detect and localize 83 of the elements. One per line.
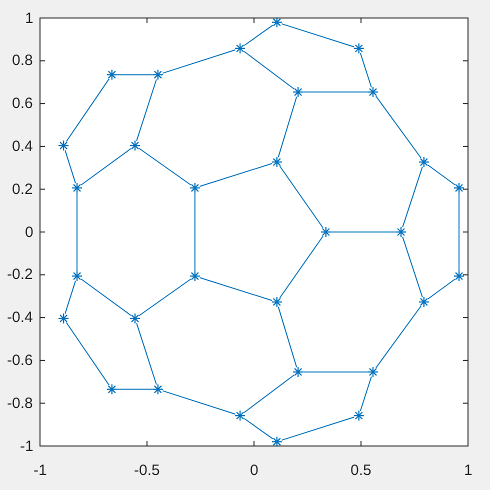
star-marker	[72, 182, 82, 193]
star-marker	[418, 157, 429, 168]
line	[194, 192, 196, 272]
line	[66, 78, 110, 142]
line	[244, 50, 295, 90]
tick-label: 0.8	[12, 52, 33, 70]
line	[281, 23, 355, 48]
star-marker	[106, 70, 117, 80]
star-marker	[293, 366, 304, 377]
line	[199, 163, 273, 187]
tick-label: -1	[34, 462, 47, 479]
line	[402, 166, 423, 228]
tick-label: 1	[464, 462, 472, 479]
star-marker	[272, 296, 282, 307]
line	[138, 148, 192, 186]
line	[244, 24, 274, 46]
star-marker	[272, 436, 282, 447]
line	[360, 52, 372, 88]
line	[375, 306, 422, 368]
tick-label: -0.5	[134, 462, 160, 479]
line	[66, 322, 110, 386]
line	[64, 280, 76, 314]
line	[199, 277, 273, 301]
star-marker	[272, 17, 282, 28]
star-marker	[190, 271, 200, 282]
line	[76, 192, 78, 272]
line	[427, 164, 456, 186]
line	[116, 388, 154, 390]
star-marker	[152, 384, 163, 394]
star-marker	[396, 227, 406, 237]
line	[458, 192, 460, 272]
line	[375, 96, 422, 158]
star-marker	[354, 410, 364, 421]
line	[136, 79, 157, 142]
star-marker	[106, 384, 117, 394]
tick-label: -0.6	[7, 352, 33, 369]
tick-label: 0.5	[350, 462, 372, 479]
line	[360, 376, 372, 412]
star-marker	[190, 182, 200, 193]
tick-label: 0	[250, 462, 258, 479]
tick-label: -0.2	[7, 266, 33, 284]
tick-label: 0.4	[12, 138, 33, 155]
line	[427, 278, 456, 300]
tick-label: -0.8	[7, 394, 33, 412]
line	[80, 278, 132, 316]
line	[278, 96, 298, 158]
tick-label: -0.4	[7, 309, 33, 326]
line	[281, 416, 355, 441]
line	[136, 322, 157, 385]
star-marker	[72, 271, 82, 282]
line	[402, 236, 423, 298]
star-marker	[58, 313, 69, 324]
line	[279, 166, 324, 228]
star-marker	[368, 87, 378, 98]
tick-label: -1	[20, 438, 34, 454]
star-marker	[354, 43, 364, 54]
star-marker	[130, 140, 140, 151]
star-marker	[418, 296, 429, 307]
star-marker	[58, 140, 69, 151]
tick-label: 0.6	[12, 95, 33, 112]
line	[244, 418, 274, 440]
star-marker	[235, 410, 246, 421]
line	[279, 236, 324, 298]
tick-label: 1	[25, 10, 34, 26]
star-marker	[130, 313, 140, 324]
line	[162, 390, 236, 415]
star-marker	[152, 70, 163, 80]
line	[80, 148, 132, 186]
line	[162, 49, 236, 74]
star-marker	[454, 182, 464, 193]
star-marker	[293, 87, 304, 98]
line	[64, 150, 76, 184]
line	[244, 374, 295, 414]
tick-label: 0.2	[12, 180, 33, 198]
star-marker	[272, 157, 282, 168]
star-marker	[368, 366, 378, 377]
star-marker	[235, 43, 246, 54]
line	[138, 278, 192, 316]
star-marker	[320, 227, 331, 237]
star-marker	[454, 271, 464, 282]
line	[278, 306, 298, 368]
tick-label: 0	[25, 224, 34, 240]
line	[116, 74, 154, 76]
